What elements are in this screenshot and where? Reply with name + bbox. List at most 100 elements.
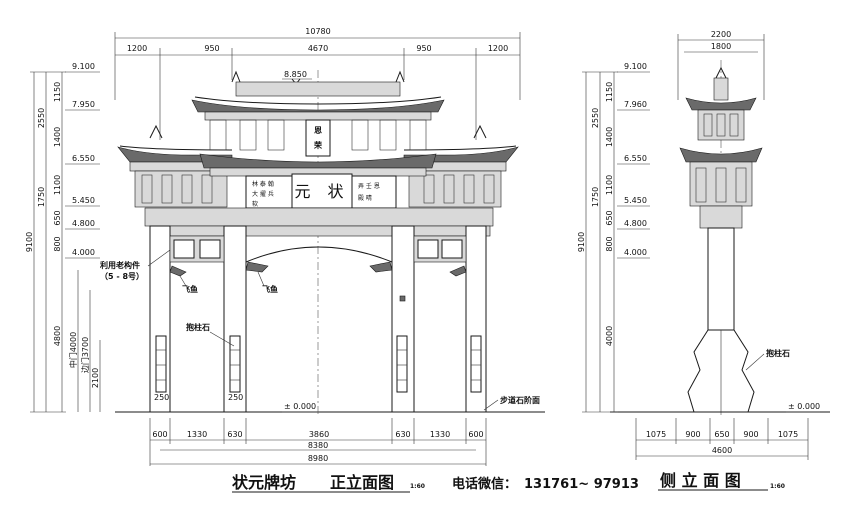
vdim-650: 650 [53,210,62,225]
title-front-2: 正立面图 [330,473,394,492]
side-bdim-650: 650 [714,430,729,439]
side-vdim-1750: 1750 [591,187,600,207]
side-vdim-1150: 1150 [605,82,614,102]
dim-mid-left: 950 [204,44,219,53]
plaque-top-2: 荣 [313,140,322,150]
side-level-5450: 5.450 [624,196,647,205]
dim-overall-width: 10780 [305,27,330,36]
level-4800: 4.800 [72,219,95,228]
main-architrave [144,207,494,227]
bdim-total-8380: 8380 [308,441,328,450]
front-vertical-dimensions: 1150 1400 1100 650 800 4800 2550 1750 91… [25,71,101,413]
side-vdim-1100: 1100 [605,175,614,195]
label-bracket-part: 利用老构件 [99,260,140,270]
side-vdim-4000: 4000 [605,326,614,346]
vdim-2100: 2100 [91,368,100,388]
bdim-600-right: 600 [468,430,483,439]
side-vdim-9100: 9100 [577,232,586,252]
bdim-1330-right: 1330 [430,430,450,439]
side-bdim-1075-left: 1075 [646,430,666,439]
side-level-7960: 7.960 [624,100,647,109]
front-zero-level: ± 0.000 [282,402,318,413]
title-side: 侧 立 面 图 [660,471,741,490]
side-level-4800: 4.800 [624,219,647,228]
vdim-center-door: 中门4000 [68,332,78,368]
plaque-left-text-3: 软 [252,200,258,208]
left-wing-roof [117,124,233,208]
title-front-1: 状元牌坊 [232,473,296,492]
vdim-9100: 9100 [25,232,34,252]
bdim-1330-left: 1330 [187,430,207,439]
side-elevation: 2200 1800 9.100 7.960 6.550 5.450 4.800 … [577,30,830,460]
vdim-4800: 4800 [53,326,62,346]
footer: 状元牌坊 正立面图 1:60 电话微信： 131761~ 97913 侧 立 面… [232,471,785,493]
front-level-markers: 9.100 7.950 6.550 5.450 4.800 4.000 [65,62,100,259]
pillar-stones [155,295,482,393]
side-bdim-900-right: 900 [743,430,758,439]
main-roof: 恩 荣 [191,70,445,157]
level-7950: 7.950 [72,100,95,109]
phone-value: 131761~ 97913 [524,477,639,492]
scale-side: 1:60 [770,483,785,490]
level-9100: 9.100 [72,62,95,71]
level-4000: 4.000 [72,248,95,257]
side-label-pillar-stone: 抱柱石 [766,348,790,358]
vdim-2550: 2550 [37,108,46,128]
side-bdim-900-left: 900 [685,430,700,439]
side-zero-level: ± 0.000 [786,402,820,413]
side-zero-label: ± 0.000 [788,402,820,411]
bdim-600-left: 600 [152,430,167,439]
side-bottom-dimensions: 1075 900 650 900 1075 4600 [635,418,809,460]
front-labels: 利用老构件 （5 - 8号） 飞鱼 飞鱼 抱柱石 步道石阶面 250 250 [99,249,540,411]
side-level-9100: 9.100 [624,62,647,71]
front-zero-label: ± 0.000 [284,402,316,411]
lower-beam [149,225,491,237]
side-vdim-2550: 2550 [591,108,600,128]
vdim-1150: 1150 [53,82,62,102]
dim-right-wing: 1200 [488,44,508,53]
side-bdim-1075-right: 1075 [778,430,798,439]
front-elevation: 10780 1200 950 4670 950 1200 8.850 9.100… [25,27,545,466]
label-fish-right: 飞鱼 [262,284,278,294]
label-pillar-stone: 抱柱石 [186,322,210,332]
plaque-top-1: 恩 [314,125,322,135]
dim-250-left: 250 [154,393,169,402]
dim-left-wing: 1200 [127,44,147,53]
plaques: 林 泰 翰 大 擢 兵 软 元 状 弄 壬 恩 殿 晴 [245,173,397,209]
side-top-dimensions: 2200 1800 [677,30,765,100]
dim-250-right: 250 [228,393,243,402]
level-5450: 5.450 [72,196,95,205]
label-fish-left: 飞鱼 [182,284,198,294]
vdim-1750: 1750 [37,187,46,207]
front-bottom-dimensions: 600 1330 630 3860 630 1330 600 8380 8980 [149,418,487,466]
level-6550: 6.550 [72,154,95,163]
bdim-630-right: 630 [395,430,410,439]
side-dim-1800: 1800 [711,42,731,51]
label-bracket-part-sub: （5 - 8号） [100,271,144,281]
side-vdim-1400: 1400 [605,127,614,147]
vdim-1100: 1100 [53,175,62,195]
level-8850: 8.850 [284,70,307,79]
side-vertical-dimensions: 1150 1400 1100 650 800 4000 2550 1750 91… [577,71,618,413]
side-tower [679,66,763,413]
side-level-6550: 6.550 [624,154,647,163]
bdim-630-left: 630 [227,430,242,439]
bdim-3860: 3860 [309,430,329,439]
label-step-stone: 步道石阶面 [500,395,540,405]
side-panels [169,235,467,263]
center-arch [169,246,467,277]
plaque-left-text-1: 林 泰 翰 [252,180,274,188]
side-dim-2200: 2200 [711,30,731,39]
dim-center-bay: 4670 [308,44,328,53]
plaque-main-text: 元 状 [294,182,349,201]
scale-front: 1:60 [410,483,425,490]
dim-mid-right: 950 [416,44,431,53]
bdim-total-8980: 8980 [308,454,328,463]
side-level-markers: 9.100 7.960 6.550 5.450 4.800 4.000 [617,62,650,259]
phone-label: 电话微信： [452,476,517,492]
front-top-dimensions: 10780 1200 950 4670 950 1200 [114,27,521,140]
plaque-right-text-1: 弄 壬 恩 [358,182,380,190]
side-level-4000: 4.000 [624,248,647,257]
side-bdim-4600: 4600 [712,446,732,455]
